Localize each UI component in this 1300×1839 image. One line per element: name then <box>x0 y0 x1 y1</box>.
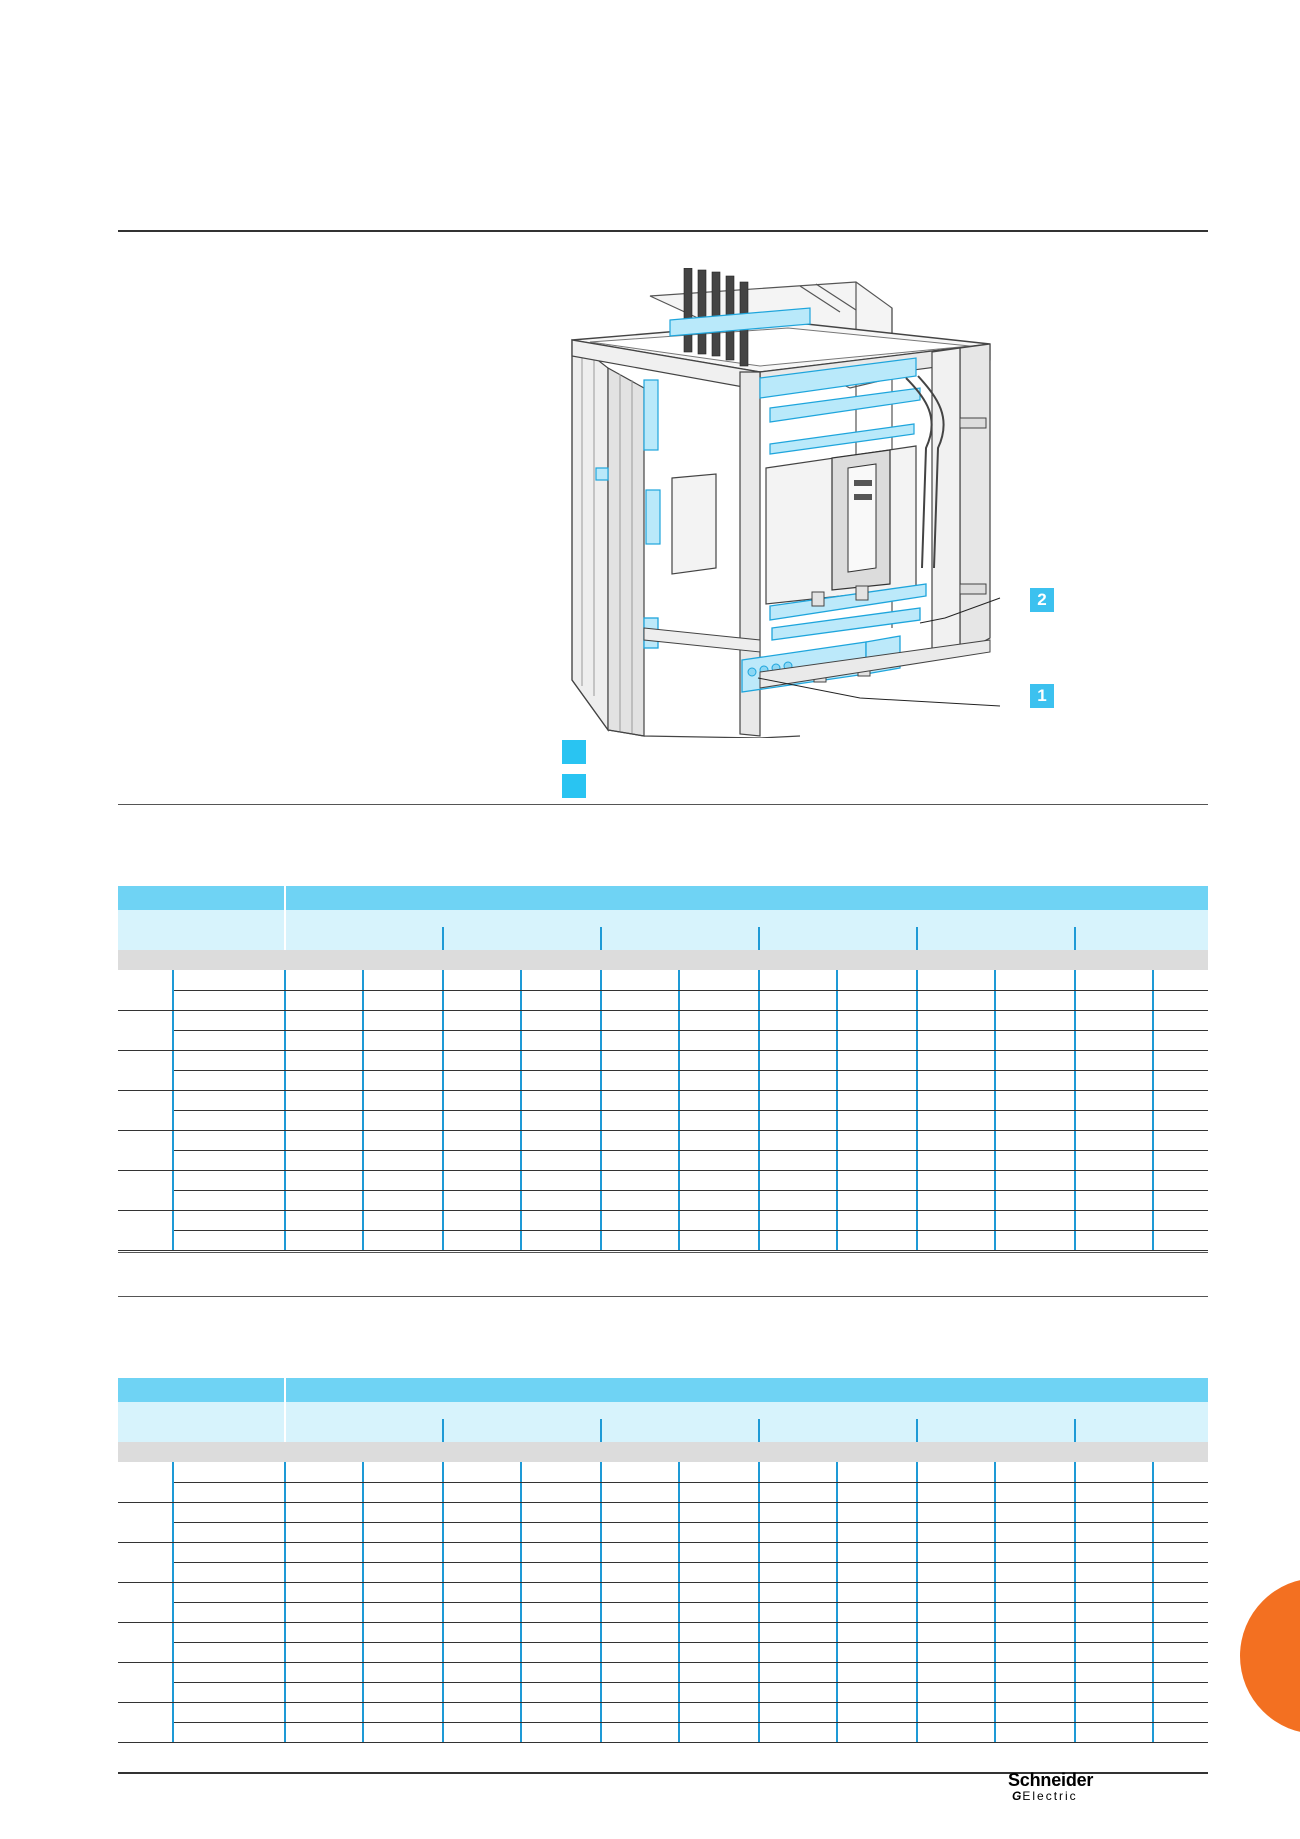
row-line <box>118 1210 1208 1211</box>
row-line <box>174 1722 1208 1723</box>
table-subheader-band <box>118 910 1208 950</box>
row-line <box>174 1150 1208 1151</box>
table1-bottom-rule <box>118 1252 1208 1253</box>
group-divider <box>758 927 760 950</box>
page-tab <box>1240 1578 1300 1734</box>
brand-mark: G <box>1012 1789 1022 1803</box>
row-line <box>118 1662 1208 1663</box>
group-divider <box>1074 927 1076 950</box>
group-divider <box>916 927 918 950</box>
row-line <box>118 1622 1208 1623</box>
header-divider <box>284 886 286 950</box>
legend-marker-1 <box>562 740 586 764</box>
row-line <box>118 1250 1208 1251</box>
row-line <box>118 1010 1208 1011</box>
row-line <box>174 1562 1208 1563</box>
row-line <box>174 1642 1208 1643</box>
row-line <box>118 1702 1208 1703</box>
table-header-band <box>118 886 1208 910</box>
row-group-line <box>172 1462 174 1742</box>
row-line <box>118 1130 1208 1131</box>
section-rule <box>118 1296 1208 1297</box>
row-line <box>174 1190 1208 1191</box>
group-divider <box>1074 1419 1076 1442</box>
table-header-band <box>118 1378 1208 1402</box>
row-line <box>118 1742 1208 1743</box>
row-line <box>118 1170 1208 1171</box>
data-table-2 <box>118 1378 1208 1744</box>
group-divider <box>758 1419 760 1442</box>
footer-rule <box>118 1772 1208 1774</box>
group-divider <box>600 927 602 950</box>
row-line <box>174 990 1208 991</box>
row-line <box>118 1050 1208 1051</box>
data-table-1 <box>118 886 1208 1252</box>
callout-2: 2 <box>1030 588 1054 612</box>
enclosure-drawing <box>571 267 1001 739</box>
row-line <box>174 1522 1208 1523</box>
callout-1: 1 <box>1030 684 1054 708</box>
table-units-band <box>118 1442 1208 1462</box>
top-rule <box>118 230 1208 232</box>
group-divider <box>442 927 444 950</box>
table-units-band <box>118 950 1208 970</box>
group-divider <box>442 1419 444 1442</box>
row-line <box>174 1602 1208 1603</box>
brand-sub: GElectric <box>1012 1789 1078 1803</box>
row-line <box>118 1542 1208 1543</box>
row-line <box>174 1070 1208 1071</box>
row-line <box>174 1682 1208 1683</box>
row-group-line <box>172 970 174 1250</box>
group-divider <box>916 1419 918 1442</box>
switchboard-illustration <box>560 267 1030 739</box>
brand-logo: Schneider GElectric <box>1008 1771 1108 1803</box>
group-divider <box>600 1419 602 1442</box>
row-line <box>118 1090 1208 1091</box>
row-line <box>118 1502 1208 1503</box>
header-divider <box>284 1378 286 1442</box>
row-line <box>174 1230 1208 1231</box>
brand-name: Schneider <box>1008 1770 1094 1790</box>
row-line <box>174 1030 1208 1031</box>
row-line <box>118 1582 1208 1583</box>
figure-bottom-rule <box>118 804 1208 805</box>
row-line <box>174 1110 1208 1111</box>
table-subheader-band <box>118 1402 1208 1442</box>
row-line <box>174 1482 1208 1483</box>
legend-marker-2 <box>562 774 586 798</box>
